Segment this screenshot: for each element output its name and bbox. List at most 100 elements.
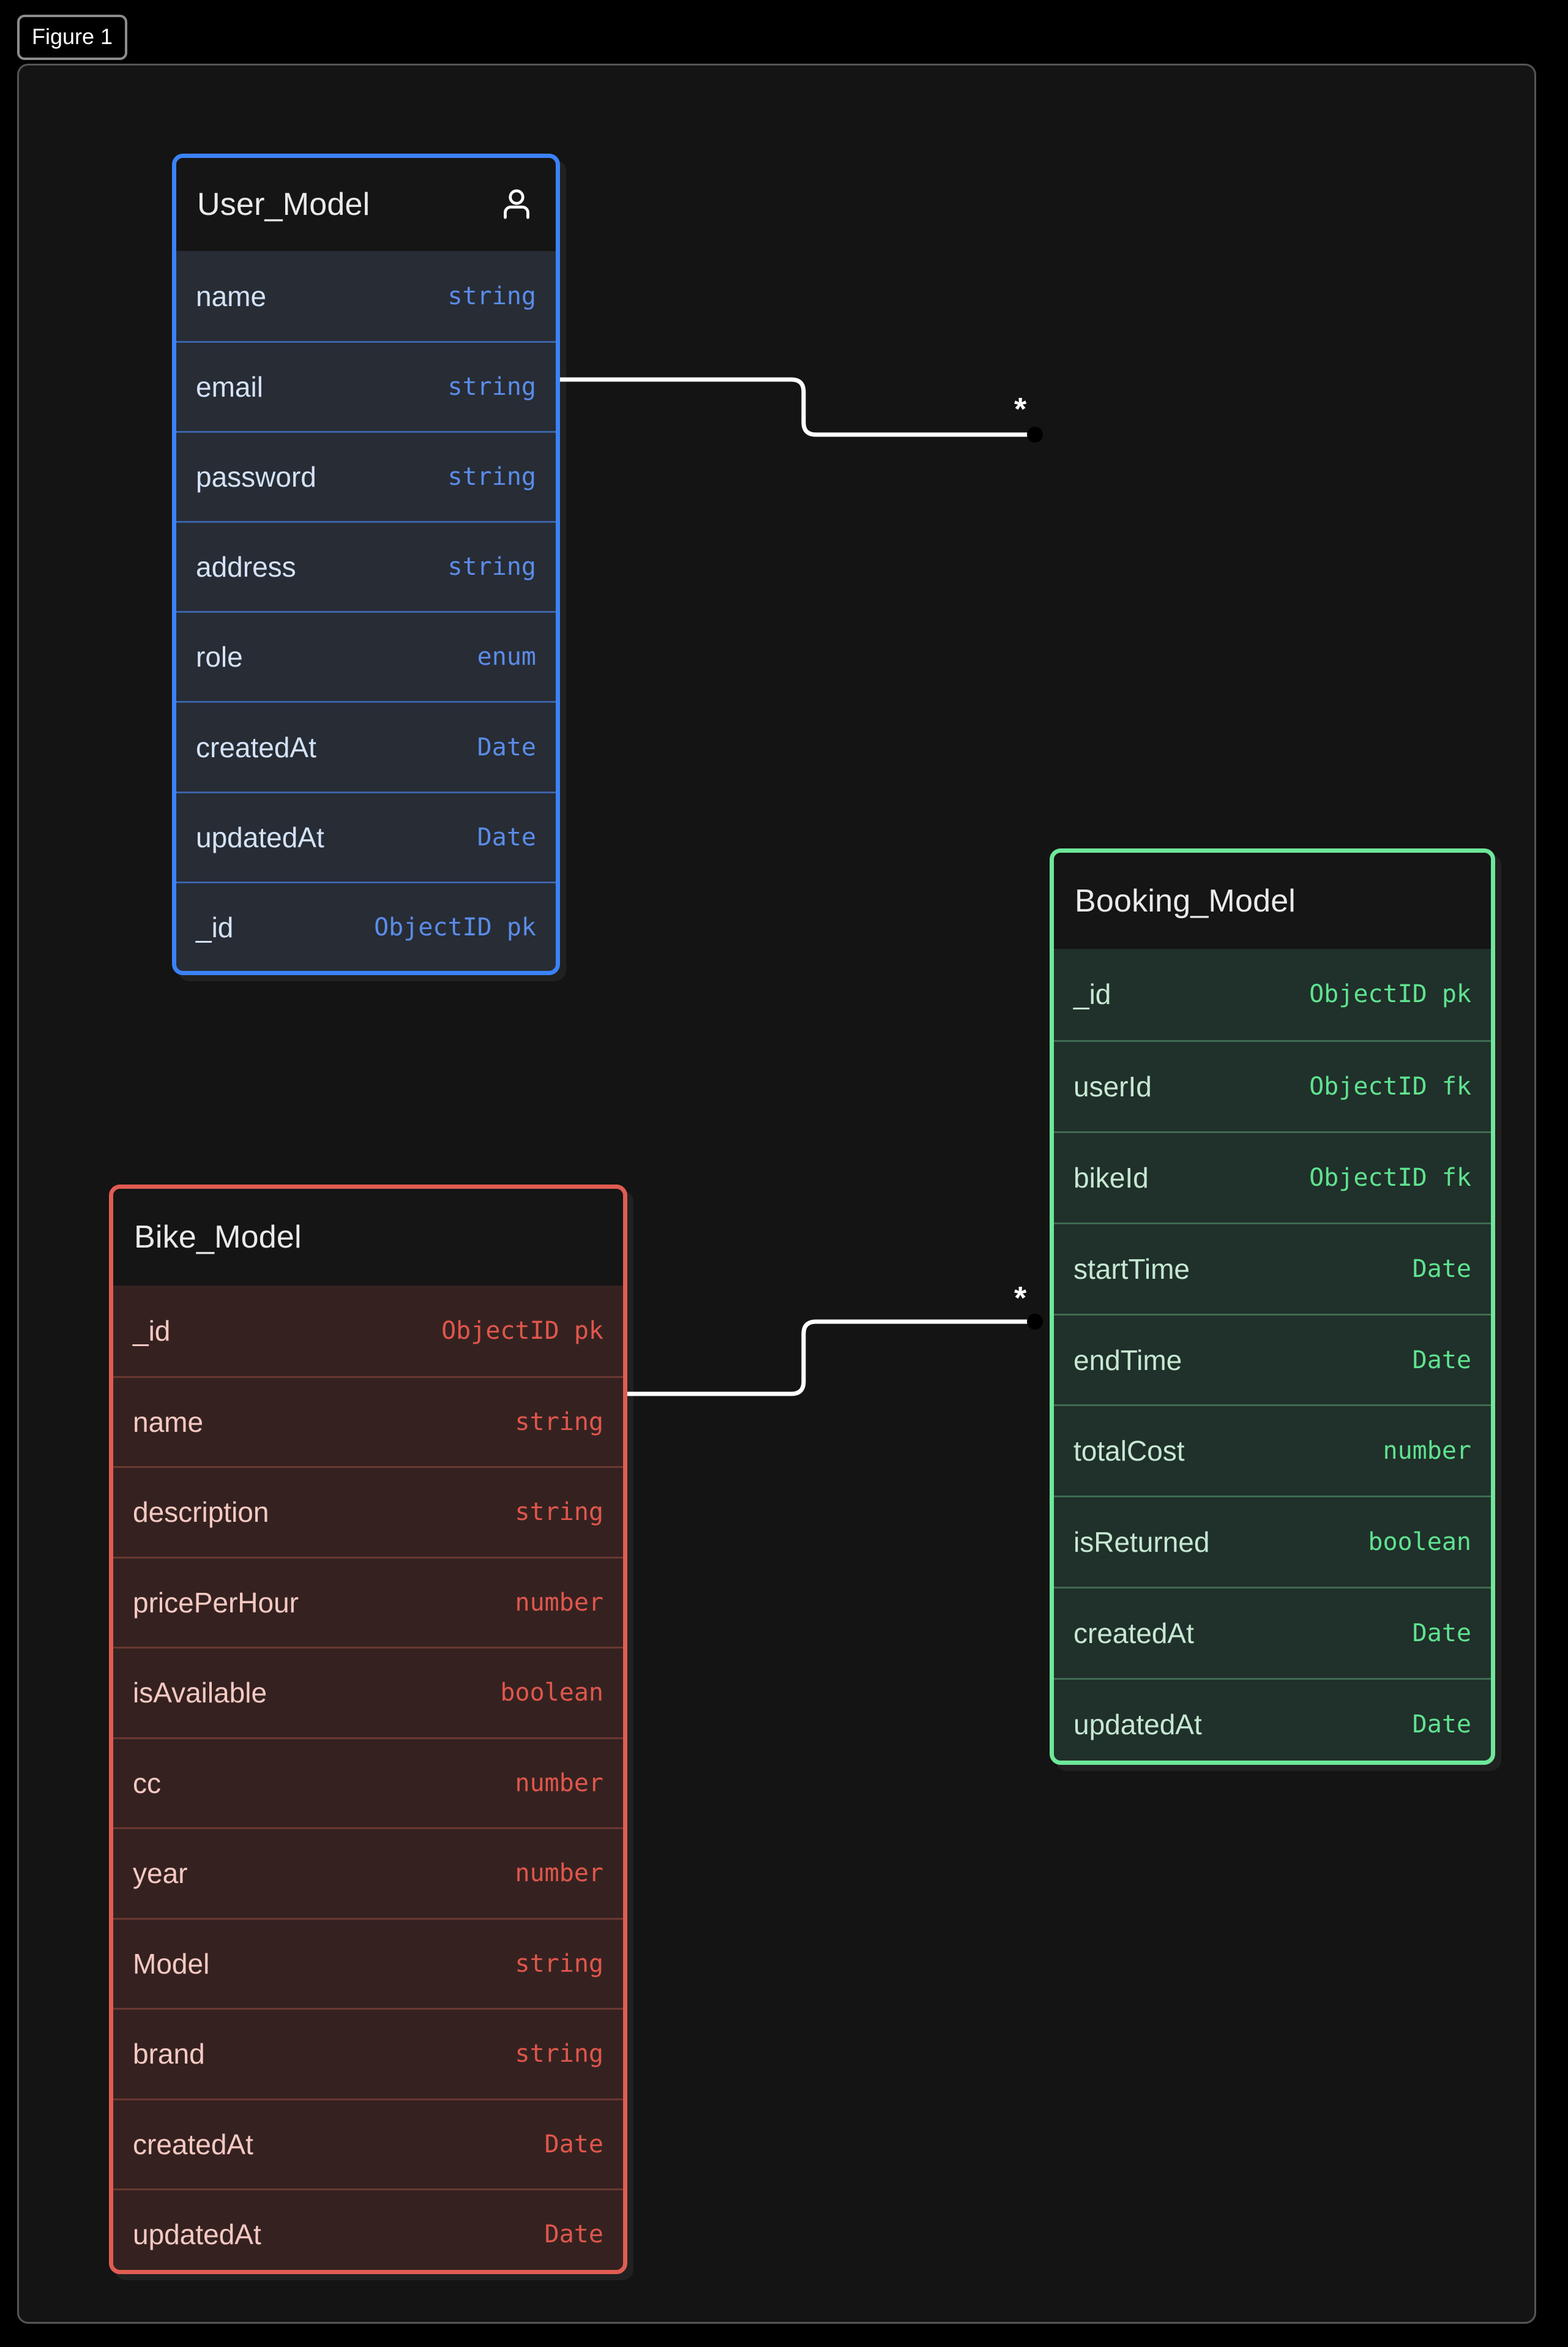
table-title-bike-model: Bike_Model (134, 1219, 302, 1255)
field-type: Date (1412, 1710, 1471, 1739)
field-name: bikeId (1073, 1161, 1149, 1194)
table-row[interactable]: description string (113, 1466, 623, 1557)
table-row[interactable]: createdAt Date (176, 701, 556, 792)
field-name: brand (133, 2038, 205, 2070)
field-name: cc (133, 1767, 161, 1799)
field-type: Date (1412, 1619, 1471, 1648)
table-row[interactable]: bikeId ObjectID fk (1054, 1131, 1491, 1222)
table-title-booking-model: Booking_Model (1075, 883, 1296, 919)
field-name: isAvailable (133, 1677, 267, 1709)
field-type: number (515, 1859, 604, 1888)
field-name: endTime (1073, 1344, 1182, 1376)
field-type: string (515, 1407, 604, 1436)
field-name: createdAt (1073, 1617, 1194, 1650)
field-type: ObjectID pk (1309, 980, 1471, 1009)
figure-badge: Figure 1 (17, 15, 128, 60)
field-name: name (196, 280, 267, 312)
table-row[interactable]: cc number (113, 1737, 623, 1827)
field-type: ObjectID pk (441, 1316, 603, 1345)
field-name: year (133, 1857, 188, 1890)
table-row[interactable]: startTime Date (1054, 1222, 1491, 1314)
table-row[interactable]: isAvailable boolean (113, 1647, 623, 1737)
entity-table-booking-model[interactable]: Booking_Model _id ObjectID pk userId Obj… (1050, 848, 1495, 1765)
table-row[interactable]: updatedAt Date (176, 791, 556, 882)
table-row[interactable]: totalCost number (1054, 1404, 1491, 1496)
field-type: enum (477, 643, 536, 672)
field-name: name (133, 1406, 204, 1438)
diagram-canvas: 1 * 1 * User_Model name string email str… (17, 64, 1536, 2324)
field-rows-bike-model: _id ObjectID pk name string description … (113, 1286, 623, 2270)
table-row[interactable]: updatedAt Date (113, 2188, 623, 2270)
table-row[interactable]: userId ObjectID fk (1054, 1039, 1491, 1131)
field-name: _id (196, 911, 234, 943)
cardinality-booking-userid: * (1014, 392, 1027, 427)
field-type: ObjectID fk (1309, 1072, 1471, 1101)
user-icon (504, 189, 529, 219)
table-row[interactable]: name string (176, 251, 556, 342)
table-row[interactable]: _id ObjectID pk (176, 881, 556, 971)
field-name: totalCost (1073, 1435, 1185, 1467)
field-name: role (196, 641, 243, 673)
table-row[interactable]: isReturned boolean (1054, 1495, 1491, 1587)
table-row[interactable]: address string (176, 521, 556, 612)
field-name: updatedAt (133, 2218, 261, 2251)
field-name: userId (1073, 1070, 1152, 1102)
connector-path-bike-booking (613, 1319, 1037, 1396)
table-row[interactable]: password string (176, 431, 556, 522)
field-name: isReturned (1073, 1526, 1210, 1559)
field-type: string (515, 1949, 604, 1978)
table-header-booking-model: Booking_Model (1054, 853, 1491, 949)
field-name: _id (133, 1314, 171, 1347)
field-type: string (447, 282, 537, 310)
field-type: string (447, 463, 537, 492)
field-type: ObjectID pk (374, 913, 536, 941)
table-row[interactable]: role enum (176, 611, 556, 702)
field-name: password (196, 461, 316, 493)
field-type: ObjectID fk (1309, 1163, 1471, 1192)
field-rows-user-model: name string email string password string… (176, 251, 556, 971)
table-header-user-model: User_Model (176, 158, 556, 251)
table-title-user-model: User_Model (197, 187, 370, 222)
table-row[interactable]: year number (113, 1827, 623, 1918)
table-row[interactable]: name string (113, 1376, 623, 1466)
field-name: _id (1073, 978, 1111, 1011)
entity-table-user-model[interactable]: User_Model name string email string pass… (172, 154, 560, 975)
table-row[interactable]: endTime Date (1054, 1313, 1491, 1405)
table-row[interactable]: createdAt Date (113, 2098, 623, 2188)
field-name: startTime (1073, 1252, 1190, 1285)
field-name: Model (133, 1947, 210, 1980)
field-name: description (133, 1496, 269, 1529)
field-name: address (196, 551, 296, 583)
table-row[interactable]: Model string (113, 1917, 623, 2008)
relationship-bike-booking (608, 1314, 1043, 1402)
table-row[interactable]: _id ObjectID pk (1054, 949, 1491, 1040)
table-row[interactable]: pricePerHour number (113, 1556, 623, 1647)
connector-endpoint-booking-bikeid (1027, 1314, 1043, 1330)
field-type: number (515, 1588, 604, 1617)
table-row[interactable]: createdAt Date (1054, 1587, 1491, 1679)
field-type: Date (477, 733, 536, 762)
field-name: pricePerHour (133, 1586, 299, 1619)
table-row[interactable]: _id ObjectID pk (113, 1286, 623, 1376)
field-name: updatedAt (196, 821, 324, 853)
field-type: Date (477, 823, 536, 852)
connector-endpoint-booking-userid (1027, 427, 1043, 443)
field-name: email (196, 371, 263, 403)
field-type: Date (544, 2130, 603, 2158)
field-type: Date (1412, 1254, 1471, 1283)
table-row[interactable]: updatedAt Date (1054, 1678, 1491, 1761)
entity-table-bike-model[interactable]: Bike_Model _id ObjectID pk name string d… (109, 1185, 627, 2274)
table-row[interactable]: email string (176, 341, 556, 432)
table-header-bike-model: Bike_Model (113, 1189, 623, 1286)
table-row[interactable]: brand string (113, 2008, 623, 2098)
field-type: Date (544, 2220, 603, 2249)
relationship-user-booking (540, 372, 1043, 443)
field-type: string (447, 553, 537, 582)
field-name: createdAt (133, 2128, 253, 2160)
field-rows-booking-model: _id ObjectID pk userId ObjectID fk bikeI… (1054, 949, 1491, 1761)
connector-path-user-booking (545, 377, 1037, 437)
field-type: string (515, 2040, 604, 2068)
field-type: number (1383, 1437, 1472, 1465)
cardinality-booking-bikeid: * (1014, 1281, 1027, 1316)
field-name: createdAt (196, 731, 316, 763)
